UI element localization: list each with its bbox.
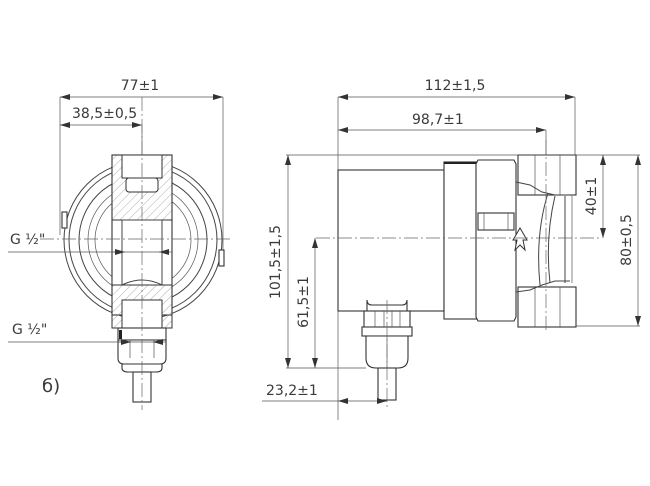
dim-text-61-5: 61,5±1 (296, 276, 312, 328)
dim-text-77: 77±1 (121, 78, 159, 94)
dim-port-spacing: 80±0,5 (619, 155, 641, 326)
dim-overall-width: 77±1 (59, 78, 224, 250)
dim-text-38-5: 38,5±0,5 (72, 106, 137, 122)
dim-cable-offset: 23,2±1 (262, 383, 387, 404)
pipe-fittings (515, 154, 577, 328)
arrow-up-icon (512, 227, 528, 252)
cable-gland-side (361, 299, 413, 410)
thread-label-lower: G ½" (8, 322, 166, 345)
dim-port-to-axis: 40±1 (584, 155, 606, 238)
left-view: 77±1 38,5±0,5 (8, 78, 230, 410)
dim-text-101-5: 101,5±1,5 (268, 225, 284, 299)
dim-overall-height: 101,5±1,5 (268, 155, 291, 368)
dim-text-98-7: 98,7±1 (412, 112, 464, 128)
svg-text:G ½": G ½" (12, 322, 47, 338)
dim-half-width: 38,5±0,5 (60, 106, 143, 155)
dim-text-112: 112±1,5 (425, 78, 486, 94)
figure-label: б) (42, 376, 60, 397)
dim-text-80: 80±0,5 (619, 214, 635, 266)
dim-axis-height: 61,5±1 (296, 238, 318, 368)
right-view: 112±1,5 98,7±1 (262, 78, 641, 420)
dim-text-40: 40±1 (584, 177, 600, 215)
motor-body (337, 159, 528, 322)
svg-text:G ½": G ½" (10, 232, 45, 248)
dim-text-23-2: 23,2±1 (266, 383, 318, 399)
thread-label-upper: G ½" (8, 232, 172, 255)
